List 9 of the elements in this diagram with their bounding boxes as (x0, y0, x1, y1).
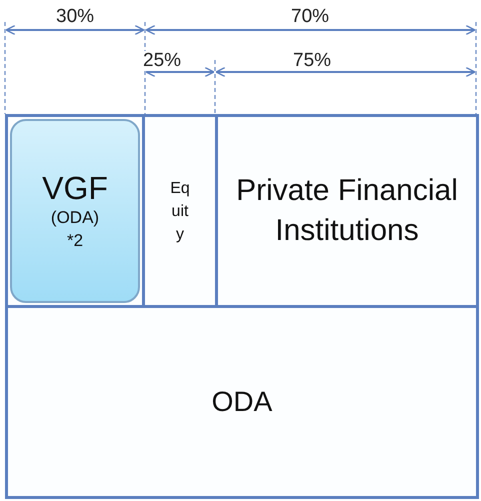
cell-text: Equity (169, 178, 191, 244)
cell-text: (ODA) (50, 207, 100, 229)
dimension-label: 25% (142, 51, 182, 71)
cell-text: VGF (42, 170, 108, 206)
cell-text: Private Financial Institutions (235, 173, 459, 249)
cell-text: ODA (212, 386, 272, 418)
table-cell (5, 305, 479, 499)
cell-text: *2 (66, 230, 84, 252)
table-cell (215, 114, 479, 308)
